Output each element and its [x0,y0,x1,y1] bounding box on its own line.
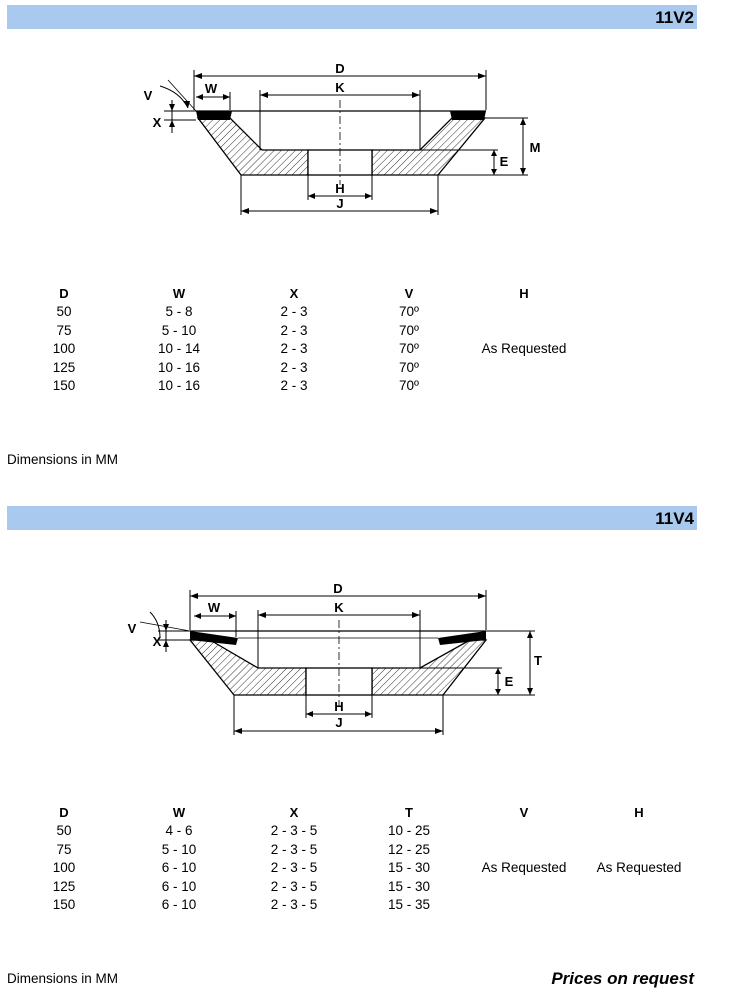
table-cell: 2 - 3 - 5 [270,842,318,857]
table-cell: 2 - 3 [280,378,308,393]
column-header: W [172,805,186,820]
dim-label-v: V [144,88,153,103]
column-header: D [59,286,69,301]
table-cell: 6 - 10 [161,897,197,912]
table-cell: 10 - 14 [157,341,201,356]
table-cell: 100 [52,341,76,356]
table-cell: 125 [52,360,76,375]
table-cell: 2 - 3 - 5 [270,897,318,912]
wheel-diagram-11v4: D K W V X T E H J [128,581,542,735]
dim-label-w: W [205,81,218,96]
units-note: Dimensions in MM [7,971,119,986]
table-cell: 2 - 3 [280,341,308,356]
table-cell: 125 [52,879,76,894]
column-header: V [519,805,529,820]
product-code: 11V4 [655,509,694,528]
section-header-11v2: 11V2 [7,5,697,29]
table-cell: 6 - 10 [161,879,197,894]
column-header: W [172,286,186,301]
dim-label-j: J [336,196,343,211]
dim-label-j: J [335,715,342,730]
table-cell: 5 - 10 [161,323,197,338]
table-cell: 100 [52,860,76,875]
dim-label-d: D [335,61,344,76]
table-cell: 150 [52,378,76,393]
dim-label-v: V [128,621,137,636]
table-cell: 150 [52,897,76,912]
table-cell: 10 - 16 [157,360,201,375]
table-cell: 2 - 3 - 5 [270,823,318,838]
table-cell: 50 [56,823,72,838]
wheel-diagram-11v2: D K W V X M E H J [144,61,541,215]
product-code: 11V2 [655,8,694,27]
dim-label-x: X [153,634,162,649]
table-cell: 2 - 3 [280,360,308,375]
table-cell: As Requested [481,341,567,356]
column-header: X [289,805,299,820]
table-cell: 15 - 30 [387,860,431,875]
dim-label-e: E [500,154,509,169]
dim-label-e: E [505,674,514,689]
dim-label-h: H [335,181,344,196]
table-cell: 2 - 3 - 5 [270,860,318,875]
dim-label-h: H [334,699,343,714]
table-cell: 70º [399,360,419,375]
table-cell: 50 [56,304,72,319]
dimensions-table-11v2: D W X V H 50 5 - 8 2 - 3 70º 75 5 - 10 2… [0,286,729,396]
table-cell: As Requested [481,860,567,875]
table-cell: 5 - 10 [161,842,197,857]
dim-label-d: D [333,581,342,596]
column-header: X [289,286,299,301]
table-cell: 10 - 16 [157,378,201,393]
table-cell: As Requested [596,860,682,875]
dim-label-w: W [208,600,221,615]
table-cell: 75 [56,842,72,857]
dim-label-x: X [153,115,162,130]
table-cell: 6 - 10 [161,860,197,875]
units-note: Dimensions in MM [7,452,119,467]
dim-label-m: M [530,140,541,155]
table-cell: 2 - 3 [280,323,308,338]
column-header: H [634,805,644,820]
prices-note: Prices on request [551,969,694,988]
dim-label-k: K [334,600,344,615]
table-cell: 12 - 25 [387,842,431,857]
dimensions-table-11v4: D W X T V H 50 4 - 6 2 - 3 - 5 10 - 25 7… [0,805,729,915]
table-cell: 75 [56,323,72,338]
table-cell: 5 - 8 [165,304,193,319]
section-header-11v4: 11V4 [7,506,697,530]
table-cell: 2 - 3 - 5 [270,879,318,894]
dim-label-t: T [534,653,542,668]
table-cell: 70º [399,323,419,338]
table-cell: 15 - 30 [387,879,431,894]
table-cell: 4 - 6 [165,823,193,838]
table-cell: 10 - 25 [387,823,431,838]
table-cell: 2 - 3 [280,304,308,319]
column-header: V [404,286,414,301]
dim-label-k: K [335,80,345,95]
table-cell: 70º [399,304,419,319]
column-header: D [59,805,69,820]
table-cell: 70º [399,341,419,356]
column-header: T [405,805,413,820]
table-cell: 70º [399,378,419,393]
column-header: H [519,286,529,301]
table-cell: 15 - 35 [387,897,431,912]
